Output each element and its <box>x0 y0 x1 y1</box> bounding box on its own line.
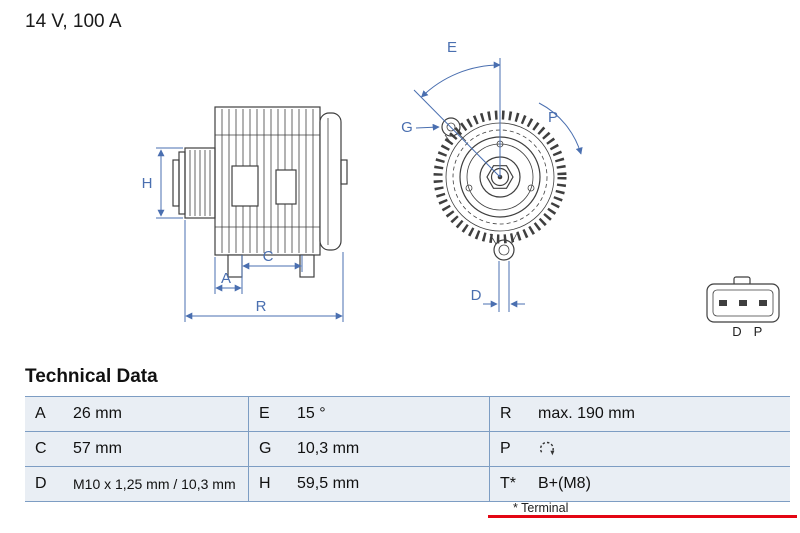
table-row: C 57 mm G 10,3 mm P <box>25 432 790 467</box>
connector-plug-view: D P <box>706 276 780 339</box>
dim-label-e: E <box>447 39 457 56</box>
cell-D: D M10 x 1,25 mm / 10,3 mm <box>25 467 248 501</box>
cell-R: R max. 190 mm <box>489 397 790 431</box>
table-key: H <box>259 475 271 492</box>
terminal-footnote: * Terminal <box>513 501 569 515</box>
table-key: A <box>35 405 46 422</box>
table-value: 57 mm <box>73 440 122 457</box>
table-key: T* <box>500 475 516 492</box>
dim-label-a: A <box>221 270 231 287</box>
dimension-P-rotation: P <box>538 102 583 155</box>
cell-E: E 15 ° <box>248 397 489 431</box>
alternator-side-view <box>172 106 348 278</box>
cell-H: H 59,5 mm <box>248 467 489 501</box>
table-value: max. 190 mm <box>538 405 635 422</box>
dim-label-g: G <box>401 119 413 136</box>
table-key: G <box>259 440 272 457</box>
dimension-C: C <box>242 248 303 272</box>
dim-label-p: P <box>548 109 558 126</box>
dim-label-h: H <box>142 175 153 192</box>
table-row: A 26 mm E 15 ° R max. 190 mm <box>25 397 790 432</box>
dim-label-d: D <box>471 287 482 304</box>
mounting-boss <box>275 169 297 205</box>
connector-pin-label-d: D <box>732 324 741 339</box>
table-value: 15 ° <box>297 405 326 422</box>
voltage-current-spec: 14 V, 100 A <box>25 11 122 32</box>
table-key: E <box>259 405 270 422</box>
cell-A: A 26 mm <box>25 397 248 431</box>
upper-mounting-lug <box>441 117 467 144</box>
table-key: R <box>500 405 512 422</box>
connector-pin <box>719 300 727 306</box>
fin-ring <box>433 110 567 244</box>
dimension-G: G <box>401 119 440 136</box>
dimension-D: D <box>471 261 525 312</box>
table-value: B+(M8) <box>538 475 591 492</box>
table-key: D <box>35 475 47 492</box>
connector-pin <box>739 300 747 306</box>
pulley-ribs <box>189 150 211 216</box>
connector-pin-label-p: P <box>754 324 763 339</box>
table-title: Technical Data <box>25 366 158 387</box>
table-value: 59,5 mm <box>297 475 360 492</box>
dimension-R: R <box>184 220 344 322</box>
table-value: M10 x 1,25 mm / 10,3 mm <box>73 476 236 492</box>
rotation-cw-icon <box>539 441 555 456</box>
mounting-boss <box>231 165 259 207</box>
cell-C: C 57 mm <box>25 432 248 466</box>
terminal-stud <box>340 159 348 185</box>
table-key: C <box>35 440 47 457</box>
cell-P: P <box>489 432 790 466</box>
cell-T: T* B+(M8) <box>489 467 790 501</box>
brand-red-divider <box>488 515 797 518</box>
technical-data-table: A 26 mm E 15 ° R max. 190 mm C 57 mm G 1… <box>25 396 790 502</box>
table-key: P <box>500 440 511 457</box>
dimension-A: A <box>214 255 243 294</box>
dimension-E: E <box>413 39 501 178</box>
table-value: 26 mm <box>73 405 122 422</box>
cell-G: G 10,3 mm <box>248 432 489 466</box>
technical-drawing: H A C R <box>142 39 780 339</box>
dim-label-c: C <box>263 248 274 265</box>
shaft-hex-nut <box>486 165 514 189</box>
table-value: 10,3 mm <box>297 440 360 457</box>
table-row: D M10 x 1,25 mm / 10,3 mm H 59,5 mm T* B… <box>25 467 790 502</box>
dim-label-r: R <box>256 298 267 315</box>
dimension-H: H <box>142 147 183 219</box>
connector-pin <box>759 300 767 306</box>
lower-mounting-lug <box>489 232 518 261</box>
